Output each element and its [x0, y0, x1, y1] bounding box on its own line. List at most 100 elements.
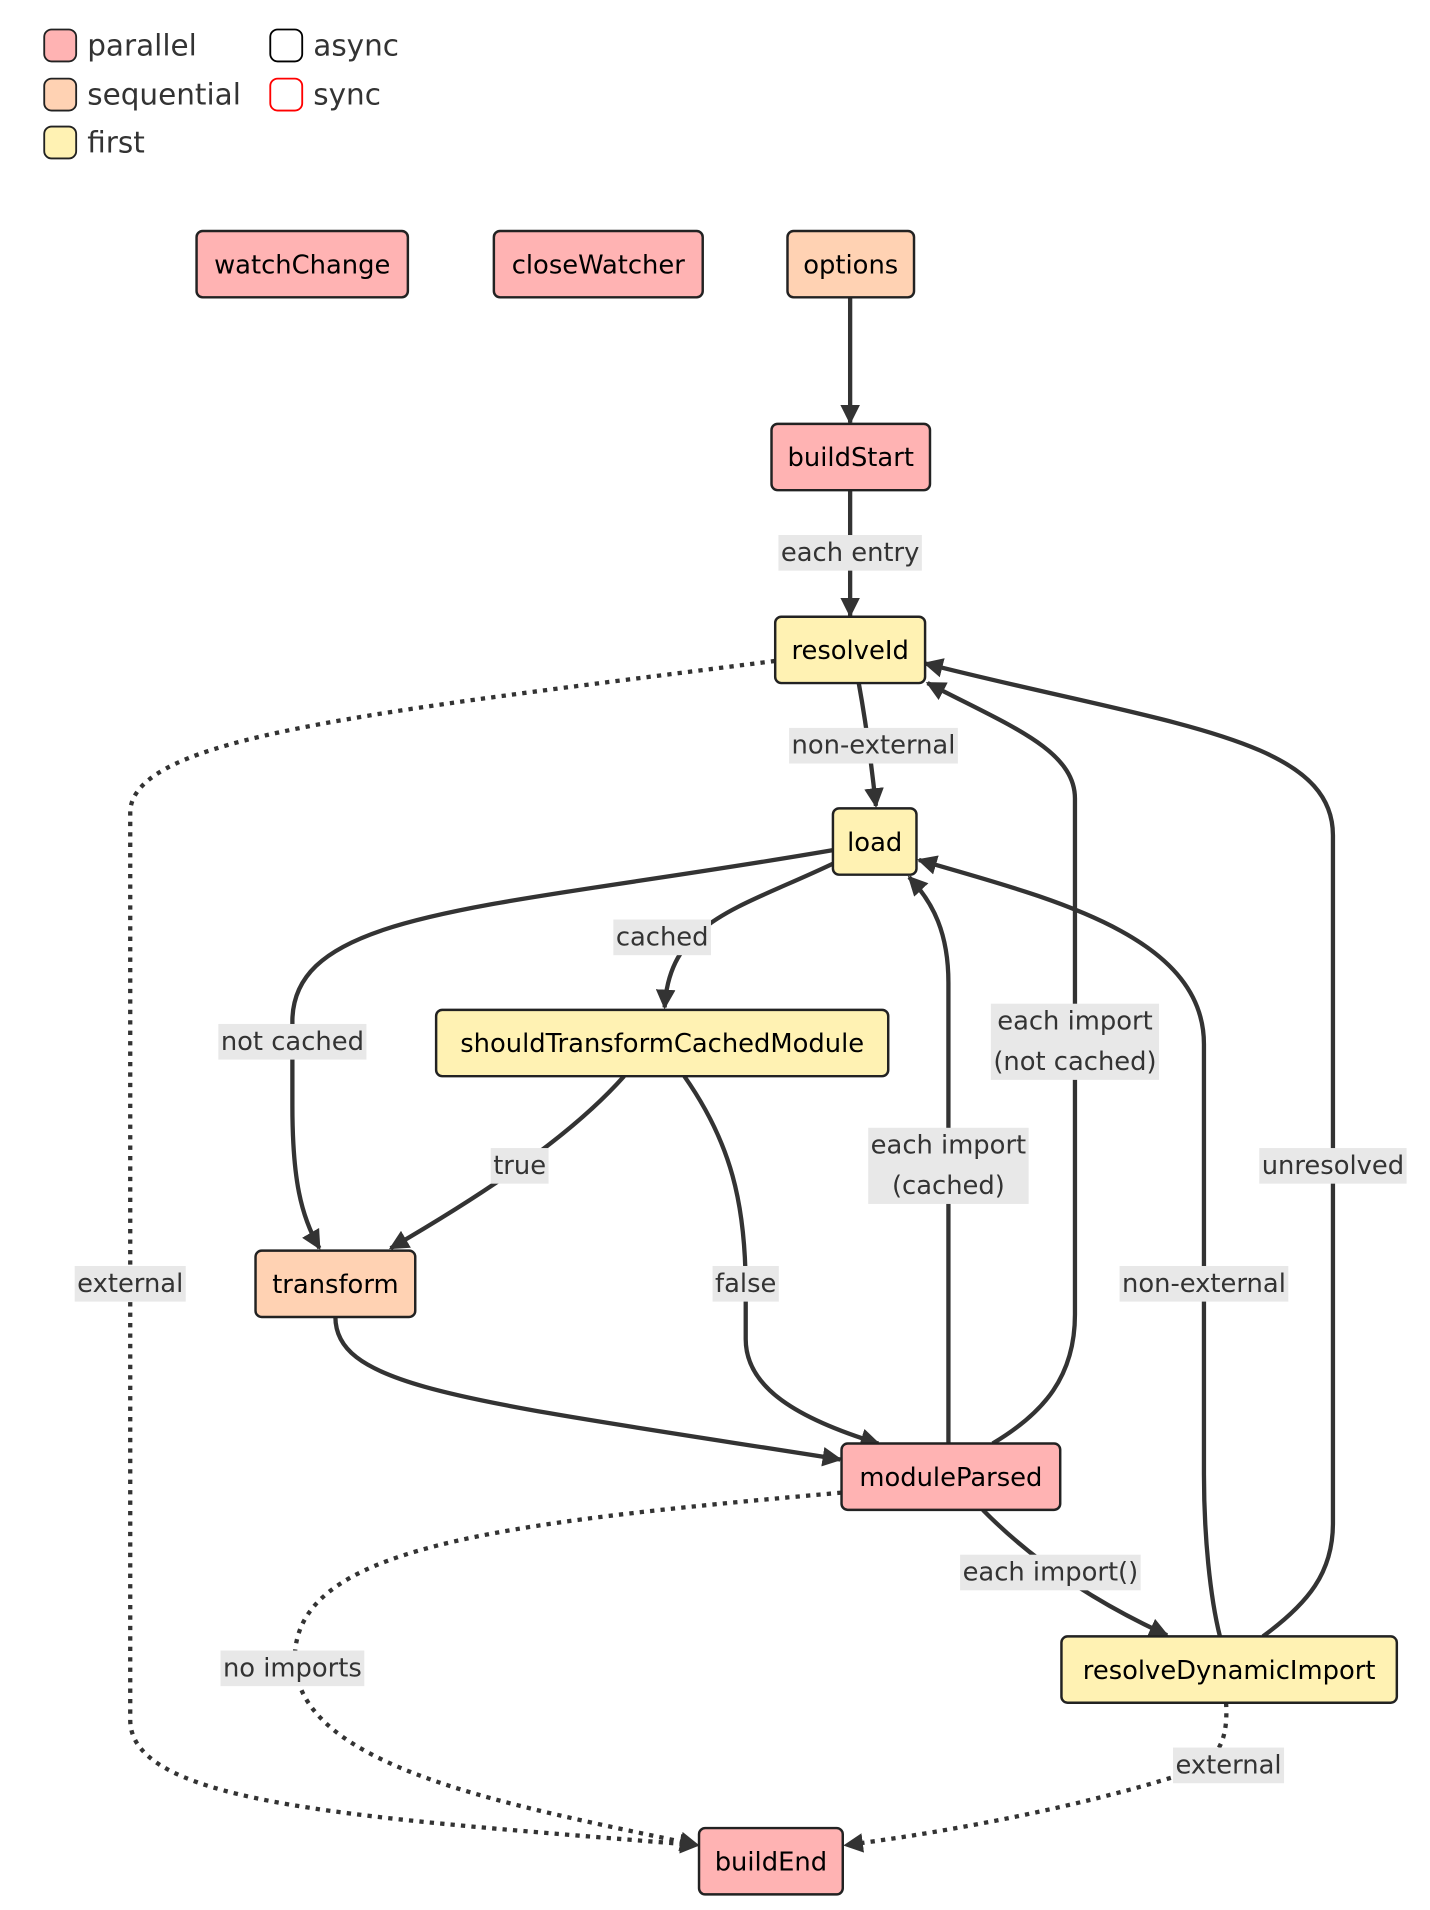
legend-item-async: async	[269, 28, 399, 63]
node-build-start: buildStart	[770, 422, 932, 492]
node-box	[195, 229, 410, 299]
legend-item-sync: sync	[269, 77, 381, 112]
edge-label-resolve-dynamic-import-to-resolve-id: unresolved	[1259, 1148, 1407, 1184]
edge-label-load-to-should-transform-cached-module: cached	[613, 919, 711, 956]
edge-label-text: (cached)	[892, 1171, 1005, 1201]
edge-label-background	[74, 1265, 186, 1302]
edge-label-module-parsed-to-resolve-dynamic-import: each import()	[960, 1554, 1141, 1591]
nodes-layer: watchChange closeWatcher options buildStart…	[195, 229, 1399, 1896]
node-label: load	[847, 828, 902, 858]
edge-label-background	[960, 1554, 1141, 1591]
node-box	[492, 229, 704, 299]
edge-label-background	[1119, 1265, 1289, 1302]
node-label: resolveDynamicImport	[1083, 1656, 1376, 1686]
node-should-transform-cached-module: shouldTransformCachedModule	[434, 1008, 890, 1078]
node-close-watcher: closeWatcher	[492, 229, 704, 299]
legend-swatch-sequential	[43, 77, 78, 112]
node-label: shouldTransformCachedModule	[460, 1029, 864, 1059]
legend-swatch-parallel	[43, 28, 78, 63]
edge-label-resolve-dynamic-import-to-build-end: external	[1173, 1747, 1285, 1784]
edge-label-text: external	[1175, 1750, 1281, 1780]
edge-label-text: non-external	[1122, 1269, 1286, 1299]
edge-label-text: non-external	[792, 731, 956, 761]
node-label: moduleParsed	[859, 1463, 1042, 1493]
edge-label-text: false	[715, 1269, 776, 1299]
edge-label-resolve-id-to-build-end: external	[74, 1265, 186, 1302]
edge-label-background	[218, 1023, 367, 1060]
edge-label-background	[778, 535, 922, 571]
node-label: options	[803, 250, 898, 280]
node-watch-change: watchChange	[195, 229, 410, 299]
node-label: resolveId	[791, 636, 908, 666]
edge-label-module-parsed-to-resolve-id: each import (not cached)	[990, 1003, 1160, 1080]
edge-label-should-transform-cached-module-to-transform: true	[490, 1148, 549, 1184]
node-resolve-id: resolveId	[773, 615, 927, 685]
edge-resolve-dynamic-import-to-resolve-id	[923, 658, 1336, 1639]
edge-module-parsed-to-load	[907, 875, 951, 1444]
edge-transform-to-module-parsed	[333, 1316, 843, 1467]
legend-label: sync	[313, 78, 381, 112]
node-resolve-dynamic-import: resolveDynamicImport	[1060, 1635, 1399, 1704]
node-box	[770, 422, 932, 492]
edge-module-parsed-to-resolve-id	[925, 681, 1078, 1446]
edge-label-background	[613, 919, 711, 956]
node-box	[786, 229, 916, 299]
edge-should-transform-cached-module-to-module-parsed	[682, 1074, 881, 1448]
edge-label-module-parsed-to-build-end: no imports	[220, 1650, 365, 1687]
edge-label-background	[990, 1003, 1160, 1080]
edge-module-parsed-to-build-end	[292, 1490, 842, 1852]
node-box	[773, 615, 927, 685]
edge-label-text: (not cached)	[993, 1047, 1156, 1077]
edge-label-background	[220, 1650, 365, 1687]
edge-resolve-dynamic-import-to-load	[917, 855, 1223, 1637]
legend-item-first: first	[43, 125, 145, 160]
edge-label-background	[490, 1148, 549, 1184]
edge-label-should-transform-cached-module-to-module-parsed: false	[712, 1265, 779, 1302]
edge-load-to-transform	[290, 848, 834, 1250]
edge-label-load-to-transform: not cached	[218, 1023, 367, 1060]
edge-label-background	[789, 727, 958, 764]
node-label: transform	[272, 1270, 398, 1300]
legend-item-parallel: parallel	[43, 28, 197, 63]
node-module-parsed: moduleParsed	[840, 1442, 1062, 1512]
edge-label-text: unresolved	[1262, 1151, 1404, 1181]
node-box	[254, 1249, 417, 1319]
edge-label-module-parsed-to-load: each import (cached)	[868, 1127, 1029, 1204]
edge-label-text: cached	[616, 922, 709, 952]
node-box	[434, 1008, 890, 1078]
edge-label-text: each import	[997, 1007, 1152, 1037]
node-load: load	[831, 807, 918, 876]
legend: parallel async sequential sync first	[43, 28, 399, 160]
edge-label-text: external	[77, 1269, 183, 1299]
edge-labels-layer: each entry non-external external cached not …	[74, 535, 1407, 1784]
edge-label-text: no imports	[223, 1653, 362, 1683]
node-build-end: buildEnd	[697, 1826, 844, 1896]
edge-label-text: not cached	[221, 1027, 364, 1057]
edge-label-build-start-to-resolve-id: each entry	[778, 535, 922, 571]
edge-label-text: each import()	[963, 1558, 1139, 1588]
legend-swatch-async	[269, 28, 304, 63]
node-options: options	[786, 229, 916, 299]
legend-label: sequential	[87, 78, 241, 112]
legend-swatch-sync	[269, 77, 304, 112]
node-box	[840, 1442, 1062, 1512]
node-transform: transform	[254, 1249, 417, 1319]
node-label: buildEnd	[715, 1847, 827, 1877]
node-box	[831, 807, 918, 876]
node-box	[697, 1826, 844, 1896]
edges-layer	[128, 297, 1336, 1854]
node-label: buildStart	[788, 443, 914, 473]
edge-label-resolve-dynamic-import-to-load: non-external	[1119, 1265, 1289, 1302]
edge-resolve-dynamic-import-to-build-end	[843, 1702, 1229, 1853]
edge-label-text: each import	[871, 1131, 1027, 1161]
node-box	[1060, 1635, 1399, 1704]
edge-label-text: true	[493, 1151, 546, 1181]
edge-label-background	[1259, 1148, 1407, 1184]
legend-label: parallel	[87, 28, 197, 62]
edge-label-background	[712, 1265, 779, 1302]
legend-label: async	[313, 28, 399, 62]
edge-load-to-should-transform-cached-module	[655, 861, 834, 1010]
legend-swatch-first	[43, 125, 78, 160]
edge-label-text: each entry	[781, 538, 920, 568]
